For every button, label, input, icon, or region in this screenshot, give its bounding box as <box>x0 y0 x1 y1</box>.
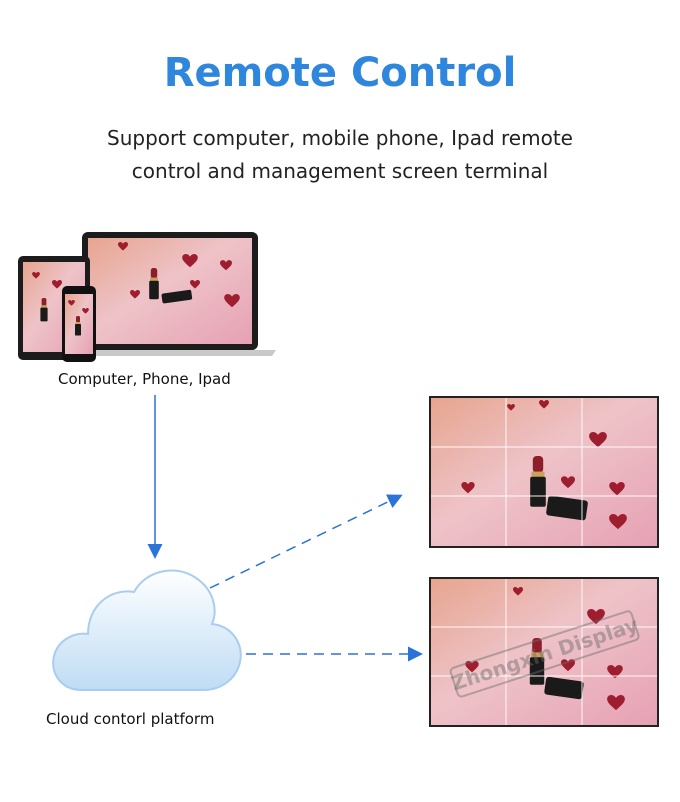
page-subtitle: Support computer, mobile phone, Ipad rem… <box>0 122 680 188</box>
subtitle-line-1: Support computer, mobile phone, Ipad rem… <box>107 126 573 150</box>
cloud-icon <box>52 569 242 691</box>
devices-label: Computer, Phone, Ipad <box>58 370 231 388</box>
video-wall-2: Zhongxin Display <box>429 577 659 727</box>
cloud-label: Cloud contorl platform <box>46 710 215 728</box>
video-wall-2-image: Zhongxin Display <box>431 579 657 725</box>
video-wall-1 <box>429 396 659 548</box>
devices-illustration <box>18 232 276 362</box>
video-wall-1-image <box>431 398 657 546</box>
page-title: Remote Control <box>163 50 517 96</box>
arrow-cloud-to-wall-1 <box>209 494 403 589</box>
subtitle-line-2: control and management screen terminal <box>131 159 549 183</box>
